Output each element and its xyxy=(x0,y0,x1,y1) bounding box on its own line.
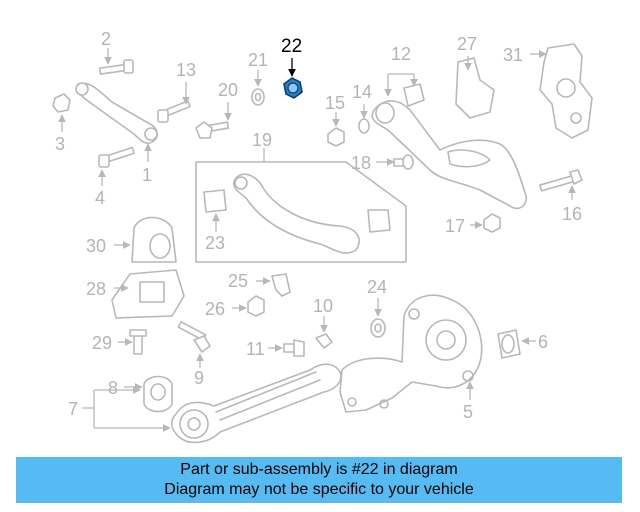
info-banner: Part or sub-assembly is #22 in diagram D… xyxy=(16,457,622,503)
part-10-bolt xyxy=(315,316,333,349)
part-2-bolt xyxy=(98,48,134,75)
part-16-bolt xyxy=(539,169,583,200)
part-15-nut xyxy=(327,112,345,147)
callout-26: 26 xyxy=(205,299,225,319)
callout-2: 2 xyxy=(101,29,111,49)
part-22-nut-highlight[interactable] xyxy=(283,58,303,99)
part-20-bolt xyxy=(195,102,232,139)
part-14-washer xyxy=(358,104,370,134)
callout-11: 11 xyxy=(246,339,265,359)
part-7-trailing-arm xyxy=(82,363,342,444)
part-25-clip xyxy=(256,273,291,297)
part-21-washer xyxy=(251,70,265,106)
part-9-bolt xyxy=(177,320,211,368)
callout-3: 3 xyxy=(55,134,65,154)
callout-28: 28 xyxy=(86,279,106,299)
callout-27: 27 xyxy=(457,34,477,54)
callout-6: 6 xyxy=(538,332,548,352)
callout-20: 20 xyxy=(218,80,238,100)
part-29-bolt xyxy=(118,329,147,355)
part-26-nut xyxy=(232,295,265,317)
part-24-washer xyxy=(370,298,386,338)
banner-line-disclaimer: Diagram may not be specific to your vehi… xyxy=(164,481,474,498)
part-1-arm xyxy=(75,82,158,162)
banner-line-part-number: Part or sub-assembly is #22 in diagram xyxy=(180,461,458,478)
callout-10: 10 xyxy=(313,296,333,316)
callout-17: 17 xyxy=(445,216,465,236)
callout-18: 18 xyxy=(351,153,371,173)
callout-13: 13 xyxy=(176,60,196,80)
part-17-nut xyxy=(470,213,501,233)
callout-25: 25 xyxy=(228,271,248,291)
callout-4: 4 xyxy=(95,188,105,208)
callout-7: 7 xyxy=(68,399,78,419)
part-6-bushing xyxy=(497,329,536,359)
part-13-bolt xyxy=(157,82,191,123)
callout-5: 5 xyxy=(463,402,473,422)
callout-19: 19 xyxy=(252,130,272,150)
part-4-bolt xyxy=(98,146,135,186)
callout-16: 16 xyxy=(562,204,582,224)
callout-29: 29 xyxy=(92,333,112,353)
part-12-lower-arm xyxy=(371,73,528,210)
part-30-bushing xyxy=(114,216,177,263)
callout-1: 1 xyxy=(142,165,152,185)
part-8-bushing xyxy=(124,375,173,413)
part-18-bolt xyxy=(376,154,414,170)
callout-23: 23 xyxy=(205,233,225,253)
parts-diagram: 1 2 3 4 5 6 7 8 9 10 11 12 13 14 15 16 1… xyxy=(52,29,593,444)
part-19-assembly-box xyxy=(195,148,407,263)
callout-15: 15 xyxy=(325,93,345,113)
part-27-bracket xyxy=(455,56,495,119)
part-11-bolt xyxy=(268,339,305,357)
part-28-mount xyxy=(111,269,185,319)
callout-8: 8 xyxy=(108,378,118,398)
callout-31: 31 xyxy=(503,45,523,65)
part-5-knuckle xyxy=(339,294,483,413)
callout-14: 14 xyxy=(352,82,372,102)
part-31-carrier xyxy=(530,43,593,139)
callout-9: 9 xyxy=(194,368,204,388)
callout-24: 24 xyxy=(367,277,387,297)
callout-21: 21 xyxy=(248,50,268,70)
callout-22-highlighted[interactable]: 22 xyxy=(281,36,302,57)
callout-30: 30 xyxy=(86,236,106,256)
callout-12: 12 xyxy=(391,44,411,64)
part-3-nut xyxy=(52,93,71,132)
